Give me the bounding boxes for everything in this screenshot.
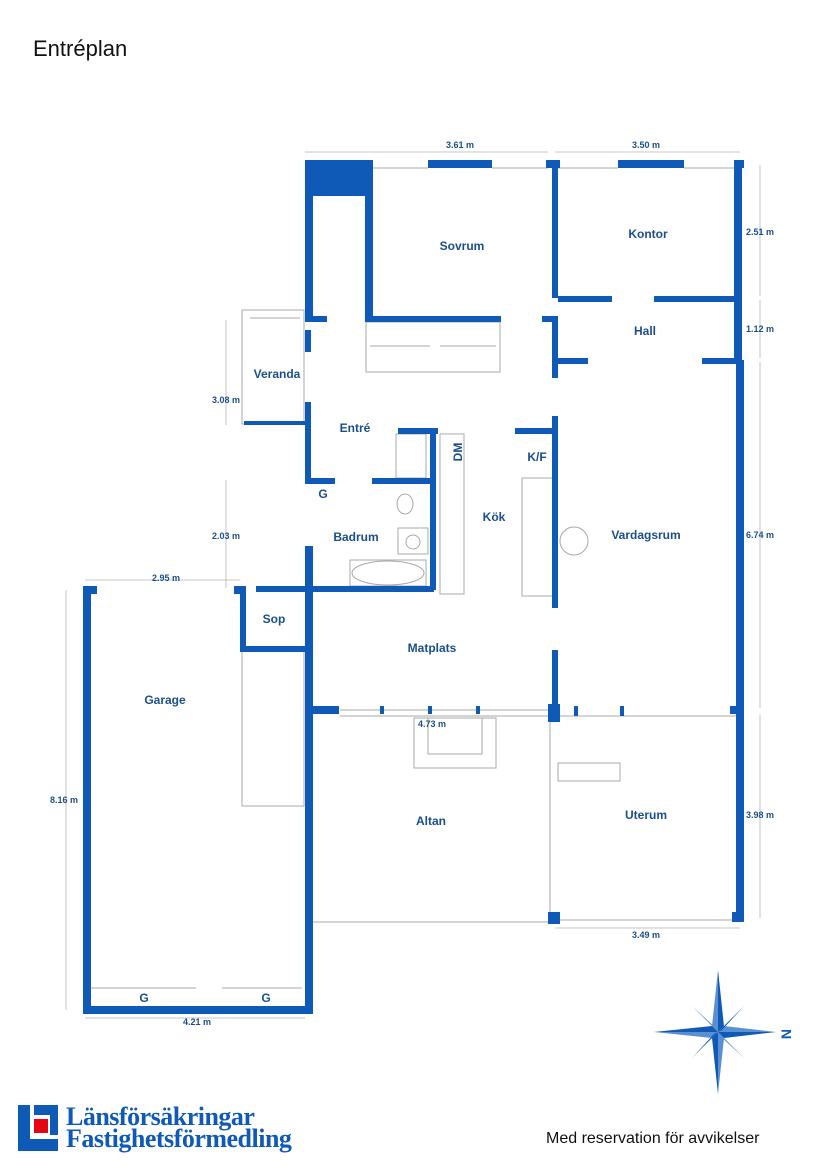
room-label-badrum: Badrum xyxy=(333,530,378,544)
room-label-hall: Hall xyxy=(634,324,656,338)
dimension-label: 8.16 m xyxy=(50,795,78,805)
dimension-label: 2.51 m xyxy=(746,227,774,237)
dimension-label: 4.21 m xyxy=(183,1017,211,1027)
room-label-veranda: Veranda xyxy=(254,367,301,381)
dimension-label: 2.95 m xyxy=(152,573,180,583)
logo-line1: Länsförsäkringar xyxy=(66,1102,255,1131)
disclaimer-text: Med reservation för avvikelser xyxy=(546,1130,760,1147)
room-label-dm: DM xyxy=(451,443,465,462)
dimension-label: 4.73 m xyxy=(418,719,446,729)
room-label-uterum: Uterum xyxy=(625,808,667,822)
room-label-g2: G xyxy=(139,991,148,1005)
room-label-garage: Garage xyxy=(144,693,186,707)
room-label-kf: K/F xyxy=(527,450,546,464)
company-logo: Länsförsäkringar Fastighetsförmedling xyxy=(18,1102,292,1154)
page-title: Entréplan xyxy=(33,36,128,61)
fixtures xyxy=(90,167,736,989)
lansforsakringar-logo-icon xyxy=(18,1105,58,1151)
dimension-label: 3.49 m xyxy=(632,930,660,940)
dimension-label: 1.12 m xyxy=(746,324,774,334)
room-label-kontor: Kontor xyxy=(628,227,668,241)
dimension-label: 3.61 m xyxy=(446,140,474,150)
room-label-sop: Sop xyxy=(263,612,286,626)
dimension-label: 3.50 m xyxy=(632,140,660,150)
room-label-kok: Kök xyxy=(483,510,506,524)
room-label-vardagsrum: Vardagsrum xyxy=(611,528,680,542)
room-label-g1: G xyxy=(318,487,327,501)
dimension-label: 3.98 m xyxy=(746,810,774,820)
dimension-label: 2.03 m xyxy=(212,531,240,541)
room-label-matplats: Matplats xyxy=(408,641,457,655)
compass-rose-icon xyxy=(654,970,776,1094)
logo-line2: Fastighetsförmedling xyxy=(66,1124,292,1153)
dimension-label: 6.74 m xyxy=(746,530,774,540)
walls xyxy=(83,160,744,1014)
room-label-sovrum: Sovrum xyxy=(440,239,485,253)
dimension-label: 3.08 m xyxy=(212,395,240,405)
dimension-lines xyxy=(65,151,761,1019)
room-label-g3: G xyxy=(261,991,270,1005)
compass-north-label: N xyxy=(778,1029,794,1039)
room-label-entre: Entré xyxy=(340,421,371,435)
room-label-altan: Altan xyxy=(416,814,446,828)
